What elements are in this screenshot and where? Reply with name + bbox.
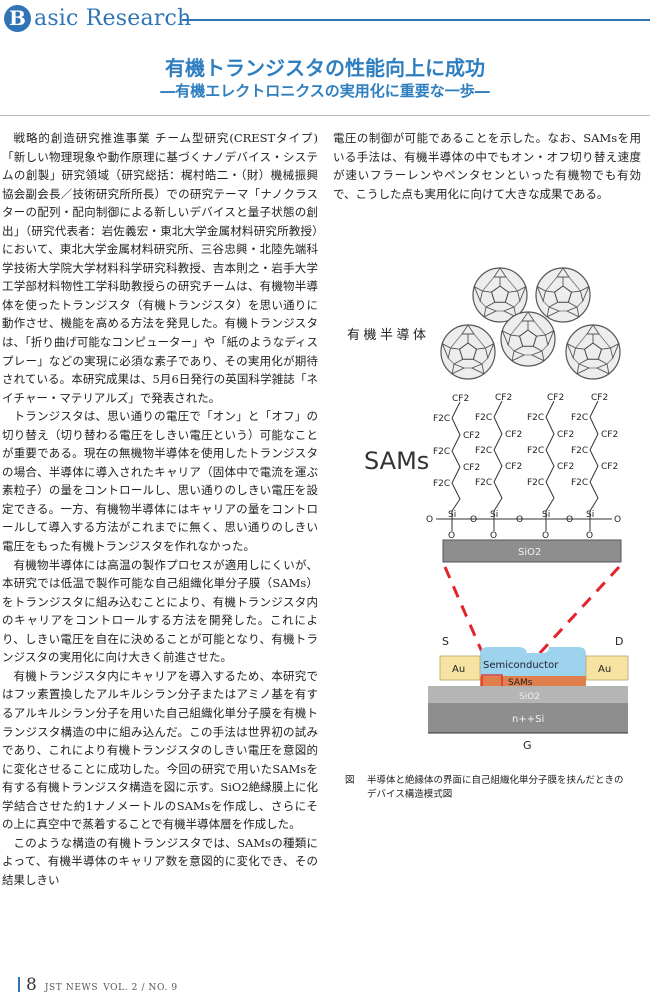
svg-text:F2C: F2C (571, 478, 588, 488)
article-title: 有機トランジスタの性能向上に成功 (165, 56, 485, 80)
right-column: 電圧の制御が可能であることを示した。なお、SAMsを用いる手法は、有機半導体の中… (333, 129, 641, 203)
fluorocarbon-labels: CF2 CF2 CF2 CF2 F2C F2C F2C F2C CF2 CF2 … (433, 393, 618, 489)
svg-text:CF2: CF2 (452, 394, 469, 404)
svg-text:O: O (426, 515, 433, 525)
caption-label: 図 (345, 775, 355, 786)
caption-line-2: デバイス構造模式図 (367, 789, 453, 800)
device-structure-figure: 有機半導体 CF2 CF2 CF2 CF2 F2C F2C F2C F2C CF… (330, 255, 630, 769)
svg-text:F2C: F2C (433, 414, 450, 424)
page-footer: 8 JST NEWS VOL. 2 / NO. 9 (18, 975, 178, 995)
footer-bar (18, 977, 20, 992)
substrate-label: n++Si (512, 714, 544, 725)
svg-text:CF2: CF2 (495, 393, 512, 403)
caption-line-1: 半導体と絶縁体の界面に自己組織化単分子膜を挟んだときの (367, 775, 624, 786)
svg-text:O: O (448, 531, 455, 541)
svg-text:CF2: CF2 (601, 462, 618, 472)
article-subtitle: ―有機エレクトロニクスの実用化に重要な一歩― (160, 82, 490, 100)
backbone-atom-labels: O Si O Si O Si O Si O O O O O (426, 510, 621, 541)
source-electrode (439, 655, 481, 681)
section-initial-badge: B (4, 5, 31, 32)
paragraph-1: 戦略的創造研究推進事業 チーム型研究(CRESTタイプ)「新しい物理現象や動作原… (2, 131, 318, 405)
svg-text:F2C: F2C (433, 447, 450, 457)
publication-name: JST NEWS (44, 983, 99, 993)
drain-label: D (615, 635, 623, 648)
au-drain-label: Au (598, 664, 611, 675)
title-divider (0, 115, 650, 116)
sams-layer (480, 676, 586, 686)
paragraph-3: 有機物半導体には高温の製作プロセスが適用しにくいが、本研究では低温で製作可能な自… (2, 557, 318, 665)
svg-text:O: O (516, 515, 523, 525)
sio2-layer-bottom (428, 686, 628, 703)
paragraph-5-continued: 電圧の制御が可能であることを示した。なお、SAMsを用いる手法は、有機半導体の中… (333, 131, 641, 201)
svg-text:CF2: CF2 (547, 393, 564, 403)
siloxane-backbone (436, 511, 612, 531)
svg-text:CF2: CF2 (463, 431, 480, 441)
sams-label: SAMs (364, 447, 429, 475)
svg-text:F2C: F2C (433, 479, 450, 489)
sio2-layer-top (442, 539, 622, 563)
organic-semiconductor-label: 有機半導体 (347, 328, 430, 343)
svg-text:F2C: F2C (527, 446, 544, 456)
svg-text:Si: Si (448, 510, 456, 520)
svg-text:CF2: CF2 (601, 430, 618, 440)
substrate-layer (428, 703, 628, 733)
svg-text:CF2: CF2 (505, 462, 522, 472)
svg-text:O: O (490, 531, 497, 541)
svg-text:Si: Si (586, 510, 594, 520)
svg-text:F2C: F2C (527, 478, 544, 488)
paragraph-5: このような構造の有機トランジスタでは、SAMsの種類によって、有機半導体のキャリ… (2, 835, 318, 887)
svg-text:F2C: F2C (475, 478, 492, 488)
source-label: S (442, 635, 449, 648)
au-source-label: Au (452, 664, 465, 675)
svg-text:F2C: F2C (475, 446, 492, 456)
page-number: 8 (26, 975, 37, 995)
svg-text:CF2: CF2 (463, 463, 480, 473)
svg-text:O: O (566, 515, 573, 525)
svg-text:O: O (542, 531, 549, 541)
svg-text:CF2: CF2 (505, 430, 522, 440)
semiconductor-layer (480, 647, 586, 676)
sio2-bottom-label: SiO2 (519, 692, 540, 702)
volume-number: VOL. 2 / NO. 9 (103, 983, 178, 993)
svg-text:Si: Si (490, 510, 498, 520)
svg-text:F2C: F2C (571, 446, 588, 456)
semiconductor-label: Semiconductor (483, 660, 559, 671)
device-structure-diagram: 有機半導体 CF2 CF2 CF2 CF2 F2C F2C F2C F2C CF… (347, 267, 629, 752)
svg-text:F2C: F2C (527, 413, 544, 423)
figure-caption: 図 半導体と絶縁体の界面に自己組織化単分子膜を挟んだときの デバイス構造模式図 (345, 774, 645, 802)
paragraph-4: 有機トランジスタ内にキャリアを導入するため、本研究ではフッ素置換したアルキルシラ… (2, 668, 318, 832)
left-column: 戦略的創造研究推進事業 チーム型研究(CRESTタイプ)「新しい物理現象や動作原… (2, 129, 318, 889)
svg-text:O: O (586, 531, 593, 541)
fullerene-molecules (440, 267, 621, 380)
svg-text:CF2: CF2 (557, 462, 574, 472)
gate-label: G (523, 739, 532, 752)
svg-text:F2C: F2C (571, 413, 588, 423)
svg-text:Si: Si (542, 510, 550, 520)
sam-chains (451, 400, 599, 512)
sio2-top-label: SiO2 (518, 547, 541, 558)
drain-electrode (585, 655, 629, 681)
svg-text:F2C: F2C (475, 413, 492, 423)
section-name: asic Research (34, 6, 192, 31)
svg-text:O: O (470, 515, 477, 525)
sams-layer-label: SAMs (508, 678, 533, 688)
svg-text:CF2: CF2 (591, 393, 608, 403)
svg-text:CF2: CF2 (557, 430, 574, 440)
paragraph-2: トランジスタは、思い通りの電圧で「オン」と「オフ」の切り替え（切り替わる電圧をし… (2, 409, 318, 554)
header-rule (182, 19, 650, 21)
svg-text:O: O (614, 515, 621, 525)
